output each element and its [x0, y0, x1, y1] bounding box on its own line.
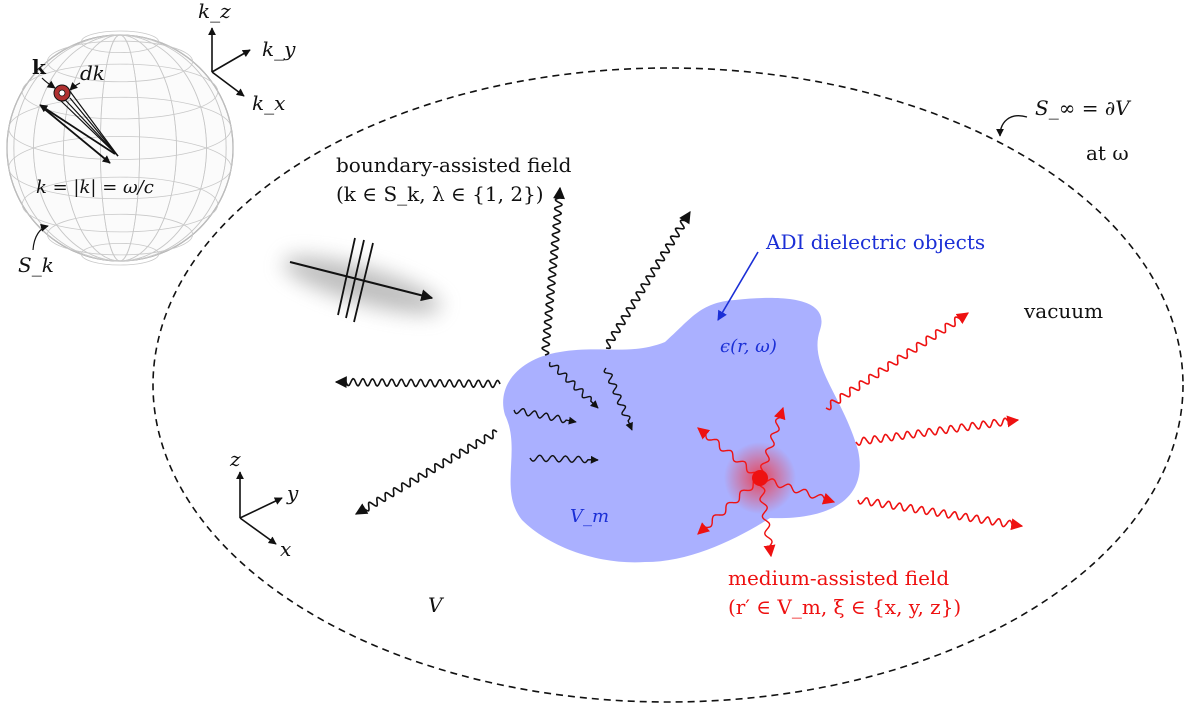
cone-line-1: [55, 89, 119, 157]
boundary-wave-up-right: [605, 210, 691, 350]
dk-patch-center: [58, 89, 66, 97]
kx-label: k_x: [252, 91, 285, 115]
cone-line-2: [65, 85, 119, 157]
adi-objects-label: ADI dielectric objects: [765, 230, 985, 254]
epsilon-label: ϵ(r, ω): [720, 336, 777, 357]
boundary-field-condition: (k ∈ S_k, λ ∈ {1, 2}): [336, 182, 544, 206]
k-arrow-back: [39, 104, 116, 155]
wavefront-line-1: [337, 237, 356, 316]
sphere-grid: [6, 30, 234, 266]
surface-pointer-arrow: [996, 115, 1028, 137]
ky-label: k_y: [262, 37, 296, 61]
wavefront-line-3: [353, 242, 374, 323]
incoming-wave-3: [513, 408, 577, 425]
kz-label: k_z: [198, 0, 231, 23]
incoming-wave-2: [603, 367, 633, 431]
medium-field-condition: (r′ ∈ V_m, ξ ∈ {x, y, z}): [728, 595, 961, 619]
ky-axis: [211, 49, 251, 73]
at-omega-label: at ω: [1086, 141, 1129, 165]
x-label: x: [280, 537, 291, 561]
incoming-wave-1: [548, 361, 599, 409]
x-axis: [239, 517, 277, 545]
cone-line-4: [59, 99, 119, 157]
vacuum-label: vacuum: [1023, 299, 1103, 323]
boundary-wave-up: [541, 186, 566, 356]
medium-field-title: medium-assisted field: [728, 566, 949, 590]
vm-label: V_m: [570, 506, 609, 527]
cone-line-3: [69, 97, 119, 157]
source-dot: [752, 470, 768, 486]
incoming-wave-4: [529, 454, 599, 464]
z-label: z: [229, 447, 241, 471]
sk-label: S_k: [18, 253, 54, 277]
boundary-wave-left: [334, 376, 501, 389]
k-relation-label: k = |k| = ω/c: [36, 177, 154, 198]
kx-axis: [211, 71, 245, 97]
sk-label-pointer: [32, 223, 49, 251]
adi-pointer-arrow: [717, 251, 759, 321]
y-label: y: [286, 481, 299, 505]
dk-label: dk: [80, 61, 105, 85]
volume-label: V: [428, 593, 445, 617]
dk-label-pointer: [69, 82, 81, 91]
y-axis: [239, 497, 283, 519]
k-label-pointer: [41, 77, 56, 89]
medium-wave-out-2: [855, 415, 1020, 446]
medium-blob: [503, 297, 860, 563]
medium-wave-out-3: [857, 497, 1024, 531]
medium-wave-out-1: [825, 312, 969, 411]
sphere-longitude: [13, 34, 227, 262]
boundary-wave-down-left: [354, 429, 498, 515]
wavefront-line-2: [345, 239, 365, 319]
boundary-field-title: boundary-assisted field: [336, 153, 572, 177]
outer-boundary-ellipse: [152, 67, 1184, 703]
k-arrow-forward: [41, 106, 111, 164]
plane-wave-arrow: [289, 261, 434, 302]
k-vector-label: k: [32, 55, 47, 79]
surface-label: S_∞ = ∂V: [1035, 96, 1132, 120]
